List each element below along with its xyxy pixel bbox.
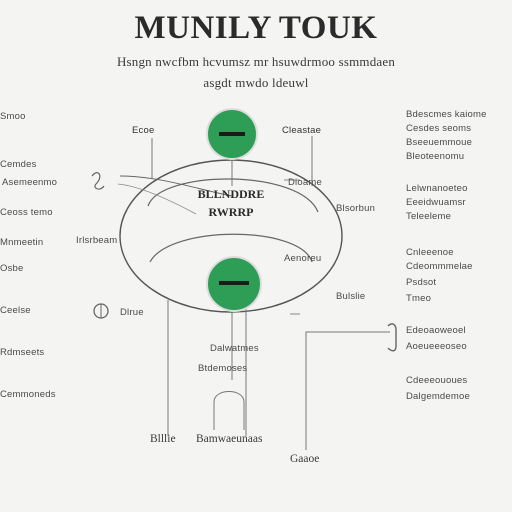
right-label: Psdsot xyxy=(406,277,437,288)
label-top-left: Ecoe xyxy=(132,125,155,136)
bottom-label: Gaaoe xyxy=(290,453,320,465)
left-glyph xyxy=(91,172,105,190)
left-label: Osbe xyxy=(0,263,24,274)
right-label: Edeoaoweoel xyxy=(406,325,466,336)
left-label: Cemmoneds xyxy=(0,389,56,400)
center-text-line-2: RWRRP xyxy=(208,205,254,219)
connector-left-top xyxy=(119,175,233,197)
right-label: Cnleeenoe xyxy=(406,247,454,258)
left-label: Asemeenmo xyxy=(2,177,58,188)
label-mid-right: Bulslie xyxy=(336,291,366,302)
left-label: Smoo xyxy=(0,111,26,122)
bottom-label: Bamwaeunaas xyxy=(196,433,263,445)
label-mid-left: Dlrue xyxy=(120,307,144,318)
right-label: Bdescmes kaiome xyxy=(406,109,487,120)
center-text-line-1: BLLNDDRE xyxy=(197,187,265,201)
upper-node xyxy=(206,108,258,160)
label-small-b: Dioame xyxy=(288,177,322,188)
right-label: Cdeommmelae xyxy=(406,261,473,272)
right-label: Eeeidwuamsr xyxy=(406,197,466,208)
lower-node xyxy=(206,256,262,312)
left-label: Ceelse xyxy=(0,305,31,316)
bottom-label: Blllie xyxy=(150,433,176,445)
label-small-c: Blsorbun xyxy=(336,203,376,214)
label-small-d: Aenoreu xyxy=(284,253,322,264)
label-small-a: Irlsrbeam xyxy=(76,235,118,246)
stem-shape xyxy=(213,391,245,430)
connector-left-mid xyxy=(117,183,197,215)
right-bracket xyxy=(387,323,397,352)
right-label: Cdeeeououes xyxy=(406,375,468,386)
right-label: Teleeleme xyxy=(406,211,452,222)
left-label: Mnmeetin xyxy=(0,237,44,248)
right-label: Tmeo xyxy=(406,293,432,304)
lower-inner-arc xyxy=(149,233,313,263)
subtitle-line-2: asgdt mwdo ldeuwl xyxy=(203,75,309,90)
right-label: Cesdes seoms xyxy=(406,123,472,134)
right-label: Bleoteenomu xyxy=(406,151,465,162)
left-label: Ceoss temo xyxy=(0,207,53,218)
subtitle-line-1: Hsngn nwcfbm hcvumsz mr hsuwdrmoo ssmmda… xyxy=(116,54,396,69)
right-label: Dalgemdemoe xyxy=(406,391,470,402)
upper-inner-arc xyxy=(147,178,319,213)
right-label: Lelwnanoeteo xyxy=(406,183,468,194)
label-lower-a: Dalwatmes xyxy=(210,343,259,354)
right-connector xyxy=(305,331,390,450)
minus-icon xyxy=(219,132,245,136)
minus-icon xyxy=(219,281,249,285)
main-ellipse xyxy=(119,159,343,313)
label-lower-b: Btdemoses xyxy=(198,363,248,374)
right-label: Aoeueeeoseo xyxy=(406,341,467,352)
right-label: Bseeuemmoue xyxy=(406,137,473,148)
page-title: MUNILY TOUK xyxy=(134,10,378,46)
left-label: Cemdes xyxy=(0,159,37,170)
label-top-right: Cleastae xyxy=(282,125,322,136)
left-label: Rdmseets xyxy=(0,347,45,358)
